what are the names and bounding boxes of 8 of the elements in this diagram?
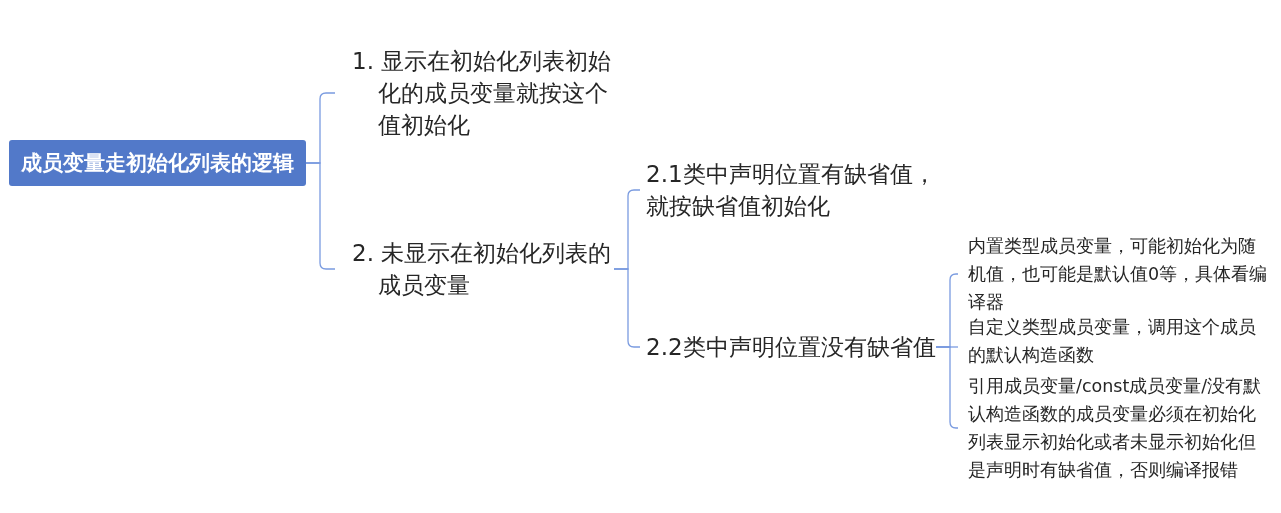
root-topic-box: 成员变量走初始化列表的逻辑 xyxy=(9,140,306,186)
topic-text: 2.1类中声明位置有缺省值，就按缺省值初始化 xyxy=(640,158,936,222)
topic-text: 1. 显示在初始化列表初始化的成员变量就按这个值初始化 xyxy=(335,45,614,141)
subtopic-text: 内置类型成员变量，可能初始化为随机值，也可能是默认值0等，具体看编译器 xyxy=(958,232,1268,316)
subtopic-text: 自定义类型成员变量，调用这个成员的默认构造函数 xyxy=(958,313,1268,369)
topic-text: 2.2类中声明位置没有缺省值 xyxy=(640,331,936,363)
topic-text: 2. 未显示在初始化列表的成员变量 xyxy=(335,237,614,301)
subtopic-text: 引用成员变量/const成员变量/没有默认构造函数的成员变量必须在初始化列表显示初始化或者未显示初始化但是声明时有缺省值，否则编译报错 xyxy=(958,372,1268,484)
